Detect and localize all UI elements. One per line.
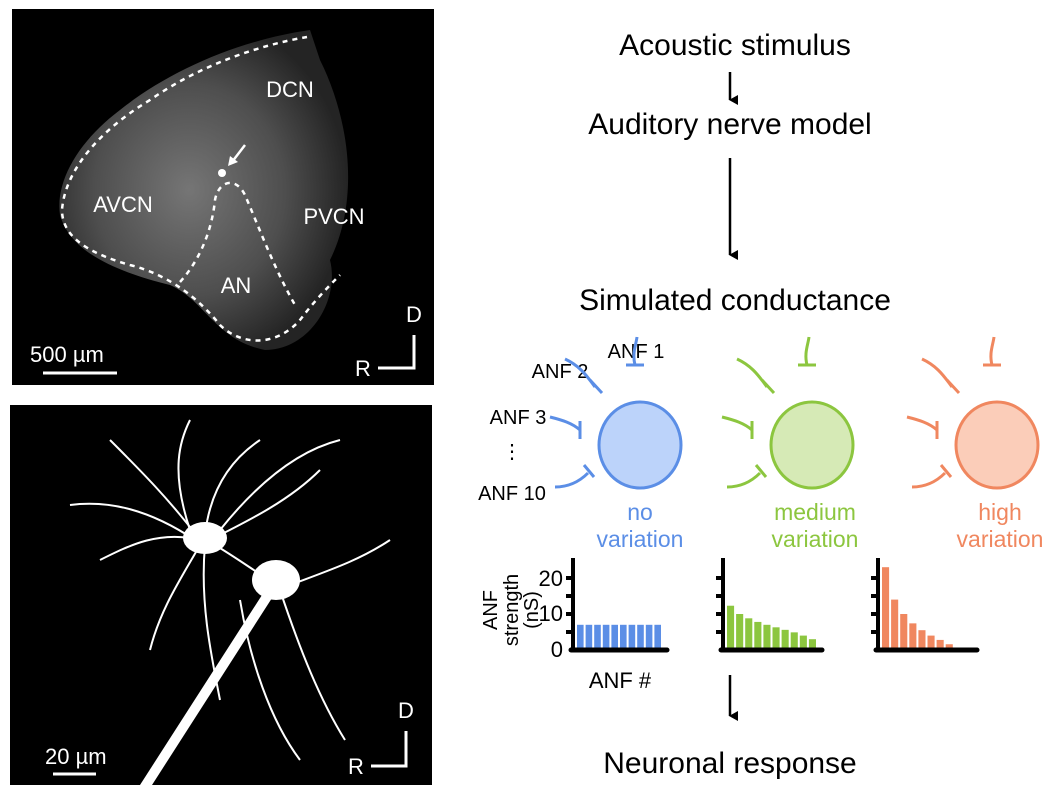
cell-body [954,400,1040,490]
y-tick-10: 10 [539,601,563,626]
y-axis-label-3: (nS) [521,591,543,629]
anf-input [632,336,639,366]
bar [602,624,610,650]
bar [945,644,953,650]
bar [611,624,618,650]
bar-chart-2 [871,558,980,653]
anf-input [921,357,954,388]
anf-input [989,336,996,366]
orientation-axes [378,335,416,370]
label-dcn: DCN [266,77,314,102]
bar [754,621,762,650]
anf-input [804,336,811,366]
anf-input [906,415,938,432]
orientation-d: D [406,302,422,327]
bar [745,618,753,650]
bar [936,639,944,650]
bar [927,635,935,650]
neuron-cell-1 [721,336,855,490]
orientation-r: R [355,356,371,381]
flow-step-acoustic-stimulus: Acoustic stimulus [619,29,851,62]
labeled-cell [218,169,226,177]
y-axis-label-1: ANF [480,590,502,630]
neuron-image: 20 µm D R [10,405,432,785]
condition-label-medium-2: variation [772,526,859,552]
cell-body [769,400,855,490]
flow-step-neuronal-response: Neuronal response [603,747,857,780]
label-pvcn: PVCN [303,204,364,229]
bar [577,624,584,650]
anf-input [721,415,753,432]
bar [628,624,636,650]
bar-chart-1 [716,558,825,653]
bar [882,567,890,650]
y-tick-20: 20 [539,566,563,591]
flow-step-auditory-nerve-model: Auditory nerve model [588,108,871,141]
condition-label-high-2: variation [957,526,1044,552]
scale-bar-label: 500 µm [30,342,104,367]
bar [620,624,627,650]
label-avcn: AVCN [93,192,153,217]
soma [252,560,300,600]
label-anf3: ANF 3 [490,407,547,429]
condition-label-no-2: variation [597,526,684,552]
label-anf2: ANF 2 [532,361,589,383]
orientation-axes-bottom [371,731,408,768]
anf-input [726,471,762,489]
bar [645,624,653,650]
orientation-r-bottom: R [348,754,364,779]
bar [585,624,593,650]
bar [790,632,798,650]
bar [909,623,917,650]
bar [772,627,780,650]
bar [891,599,899,650]
label-anf10: ANF 10 [478,483,546,505]
orientation-d-bottom: D [398,698,414,723]
condition-label-no: no [627,499,653,525]
anf-input [554,471,590,489]
anf-input [549,415,581,432]
bar [654,624,661,650]
cell-body [597,400,683,490]
label-anf1: ANF 1 [608,341,665,363]
bar [594,624,601,650]
anf-input [736,357,769,388]
label-an: AN [221,273,252,298]
bar [799,635,807,650]
y-axis-label-2: strength [501,574,523,646]
y-tick-0: 0 [551,637,563,662]
label-ellipsis: ⋮ [502,441,522,463]
neuron-cell-2 [906,336,1040,490]
axon [140,595,272,785]
neuron-cell-0 [549,336,683,490]
condition-label-medium: medium [774,499,856,525]
scale-bar-label-bottom: 20 µm [45,744,107,769]
bar-chart-0 [566,558,670,653]
region-outline [60,35,341,342]
bar [727,605,735,650]
bar [900,614,908,650]
condition-label-high: high [978,499,1021,525]
bar [781,629,789,650]
bar [763,624,771,650]
bar [637,624,644,650]
bar [918,630,926,650]
bar [736,614,744,650]
anf-input [911,471,947,489]
bar [808,639,816,650]
cochlear-nucleus-image: DCN AVCN PVCN AN 500 µm D R [12,9,434,385]
x-axis-label: ANF # [589,668,652,693]
flow-step-simulated-conductance: Simulated conductance [579,284,891,317]
